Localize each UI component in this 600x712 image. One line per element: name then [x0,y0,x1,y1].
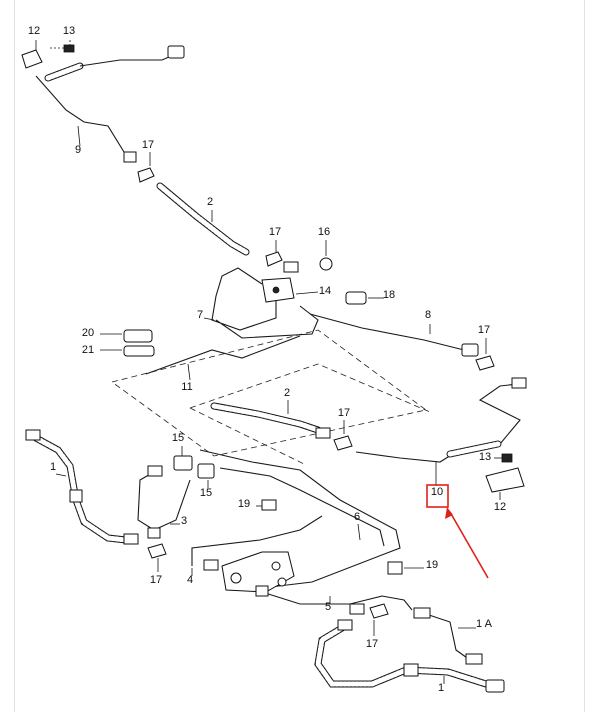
callout-c1A: 1 A [476,618,493,630]
fitting-5a [255,585,269,597]
callout-c3: 3 [181,515,187,527]
callout-c17e: 17 [150,574,162,586]
callout-c15b: 15 [200,487,212,499]
callout-c17b: 17 [269,226,281,238]
body-outline-upper [111,329,427,457]
master-cylinder [221,551,295,593]
fitting-3b [147,527,161,539]
pipe-5 [261,591,413,611]
callout-c7: 7 [197,309,203,321]
callout-c4: 4 [187,574,193,586]
pipe-9 [35,53,177,161]
callout-c5: 5 [325,601,331,613]
fitting-5b [349,603,365,615]
pipe-10 [355,383,521,463]
callout-c2b: 2 [284,387,290,399]
right-border [584,0,585,712]
hose-1-left [32,434,130,544]
callout-c17d: 17 [338,407,350,419]
clip-17f [369,603,389,636]
clip-17d [333,420,353,451]
bolt-13-lower [494,453,513,463]
callout-c19b: 19 [426,559,438,571]
clamp-20 [100,329,153,343]
callout-c16: 16 [318,226,330,238]
callout-c15a: 15 [172,432,184,444]
pipe-1A [425,613,471,661]
fitting-1-right-b [403,663,419,677]
callout-c1b: 1 [438,682,444,694]
callout-c20: 20 [82,327,94,339]
clip-17a [137,152,155,183]
clip-17c [475,338,495,371]
highlight-arrow [445,507,489,579]
callout-c17c: 17 [478,324,490,336]
pipe-8 [309,313,465,351]
clamp-21 [100,345,155,357]
highlight-box [426,484,449,508]
nut-16 [319,240,333,271]
fitting-1-right-a [337,619,353,631]
pipe-7 [211,267,319,339]
callout-c9: 9 [75,144,81,156]
callout-c14: 14 [319,285,331,297]
callout-c2a: 2 [207,196,213,208]
fitting-4 [203,559,219,571]
pipe-11 [145,335,301,375]
callout-c8: 8 [425,309,431,321]
fitting-10-end [511,377,527,389]
fitting-15b [197,463,215,488]
bracket-12-lower [485,467,525,500]
callout-c11: 11 [181,381,192,393]
left-border [14,0,15,712]
callout-c17f: 17 [366,638,378,650]
union-18 [345,291,384,305]
clip-17b [265,240,283,267]
distributor-14 [261,277,319,303]
body-outline-lower [189,363,431,465]
fitting-1-right-end [485,679,505,693]
fitting-1A-a [413,607,431,619]
pipe-4 [191,515,323,566]
callout-c21: 21 [82,344,94,356]
plug-19b [387,561,424,575]
fitting-top-right [167,45,185,59]
pipe-6 [199,449,401,589]
pipe-3 [137,471,191,531]
fitting-1-left-end [123,533,139,545]
fitting-1-left-top [25,429,41,441]
callout-c19a: 19 [238,498,250,510]
fitting-15a [173,446,193,471]
fitting-1-left-mid [69,489,83,503]
callout-c12b: 12 [494,501,506,513]
fitting-near-16 [283,261,299,273]
fitting-3a [147,465,163,477]
callout-c10: 10 [431,486,443,498]
callout-c6: 6 [354,511,360,523]
fitting-2-lower [315,427,331,439]
fitting-8-end [461,343,479,357]
callout-c13b: 13 [479,451,491,463]
bolt-13-top [50,40,75,53]
fitting-9-end [123,151,137,163]
clip-17e [147,543,167,572]
callout-c17a: 17 [142,139,154,151]
callout-c18: 18 [383,289,395,301]
callout-c1a: 1 [50,461,56,473]
pipe-6b [219,467,385,547]
bracket-12-top [21,40,43,69]
plug-19a [256,499,277,511]
callout-c13a: 13 [63,25,75,37]
callout-c12a: 12 [28,25,40,37]
fitting-1A-b [465,653,483,665]
